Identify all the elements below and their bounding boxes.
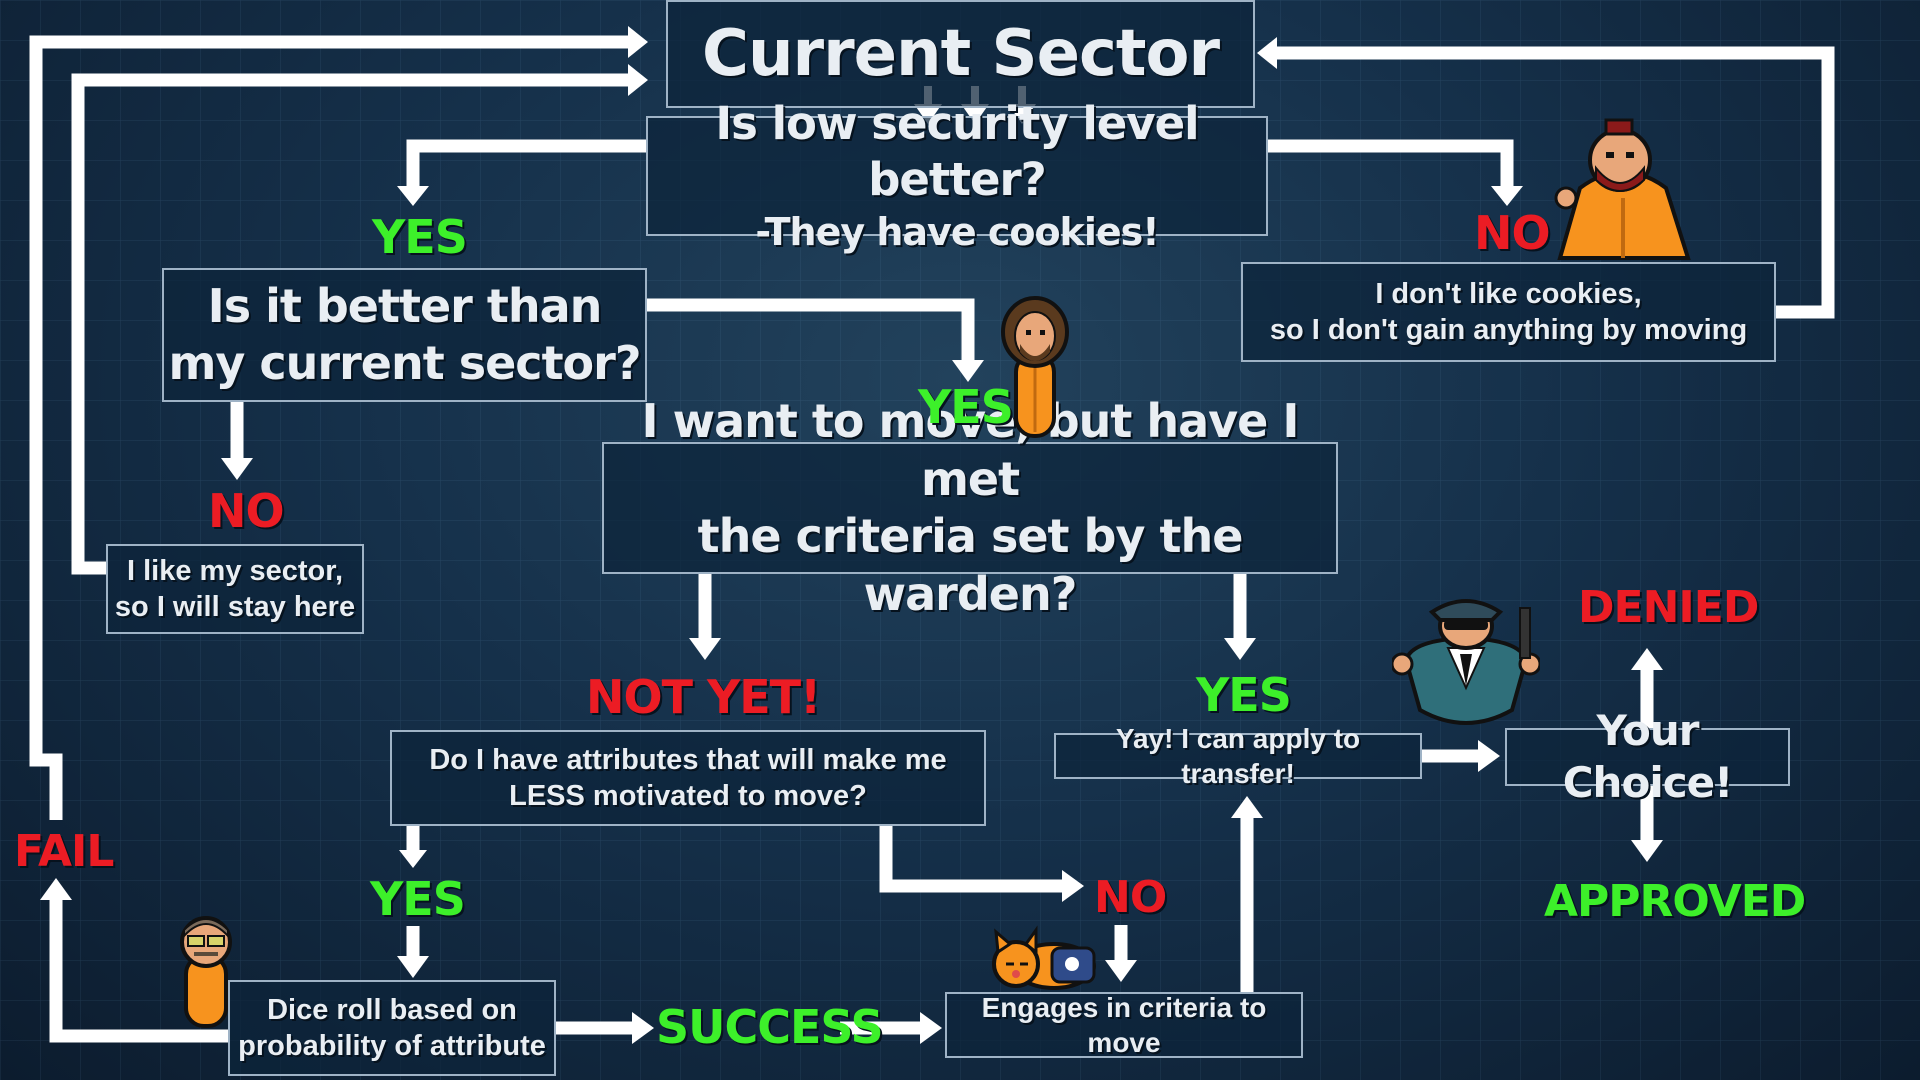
box-dice-roll: Dice roll based on probability of attrib… bbox=[228, 980, 556, 1076]
prisoner-bald-icon bbox=[1550, 118, 1696, 260]
cat-icon bbox=[990, 924, 1100, 990]
label-fail: FAIL bbox=[14, 826, 113, 877]
question-low-security: Is low security level better? -They have… bbox=[646, 116, 1268, 236]
arrow-head bbox=[628, 64, 648, 96]
arrow-head bbox=[952, 360, 984, 382]
label-yes-better: YES bbox=[918, 380, 1013, 434]
arrow-head bbox=[1491, 186, 1523, 206]
arrow-head bbox=[1062, 870, 1084, 902]
prisoner-longhair-icon bbox=[1000, 296, 1072, 438]
box-like-my-sector: I like my sector, so I will stay here bbox=[106, 544, 364, 634]
label-denied: DENIED bbox=[1578, 582, 1758, 633]
label-not-yet: NOT YET! bbox=[586, 670, 820, 724]
arrow-head bbox=[1105, 960, 1137, 982]
label-no-low-security: NO bbox=[1474, 206, 1550, 260]
arrow-head bbox=[920, 1012, 942, 1044]
arrow-head bbox=[1231, 796, 1263, 818]
arrow-head bbox=[1224, 638, 1256, 660]
arrow-q-to-yes bbox=[413, 146, 646, 188]
label-approved: APPROVED bbox=[1544, 876, 1805, 927]
arrow-head bbox=[628, 26, 648, 58]
arrow-q-to-no bbox=[1268, 146, 1507, 188]
box-your-choice: Your Choice! bbox=[1505, 728, 1790, 786]
arrow-better-to-yes bbox=[647, 305, 968, 362]
guard-icon bbox=[1392, 590, 1540, 726]
title-current-sector: Current Sector bbox=[666, 0, 1255, 108]
label-no-attributes: NO bbox=[1094, 872, 1166, 923]
arrow-attr-to-no bbox=[886, 826, 1062, 886]
arrow-head bbox=[40, 878, 72, 900]
arrow-head bbox=[1257, 37, 1277, 69]
box-engages-criteria: Engages in criteria to move bbox=[945, 992, 1303, 1058]
box-no-cookies: I don't like cookies, so I don't gain an… bbox=[1241, 262, 1776, 362]
arrow-head bbox=[397, 186, 429, 206]
box-apply-transfer: Yay! I can apply to transfer! bbox=[1054, 733, 1422, 779]
arrow-head bbox=[399, 850, 427, 868]
arrow-head bbox=[689, 638, 721, 660]
arrow-head bbox=[1631, 648, 1663, 670]
arrow-head bbox=[1631, 840, 1663, 862]
arrow-head bbox=[221, 458, 253, 480]
label-success: SUCCESS bbox=[656, 1000, 883, 1054]
label-yes-criteria: YES bbox=[1196, 668, 1291, 722]
arrow-head bbox=[397, 956, 429, 978]
question-criteria-met: I want to move, but have I met the crite… bbox=[602, 442, 1338, 574]
question-better-than-current: Is it better than my current sector? bbox=[162, 268, 647, 402]
question-attributes: Do I have attributes that will make me L… bbox=[390, 730, 986, 826]
arrow-fail-to-top bbox=[36, 42, 630, 820]
prisoner-glasses-icon bbox=[176, 912, 236, 1028]
label-no-better: NO bbox=[208, 484, 284, 538]
arrow-head bbox=[632, 1012, 654, 1044]
arrow-head bbox=[1478, 740, 1500, 772]
label-yes-attributes: YES bbox=[370, 872, 465, 926]
label-yes-low-security: YES bbox=[372, 210, 467, 264]
